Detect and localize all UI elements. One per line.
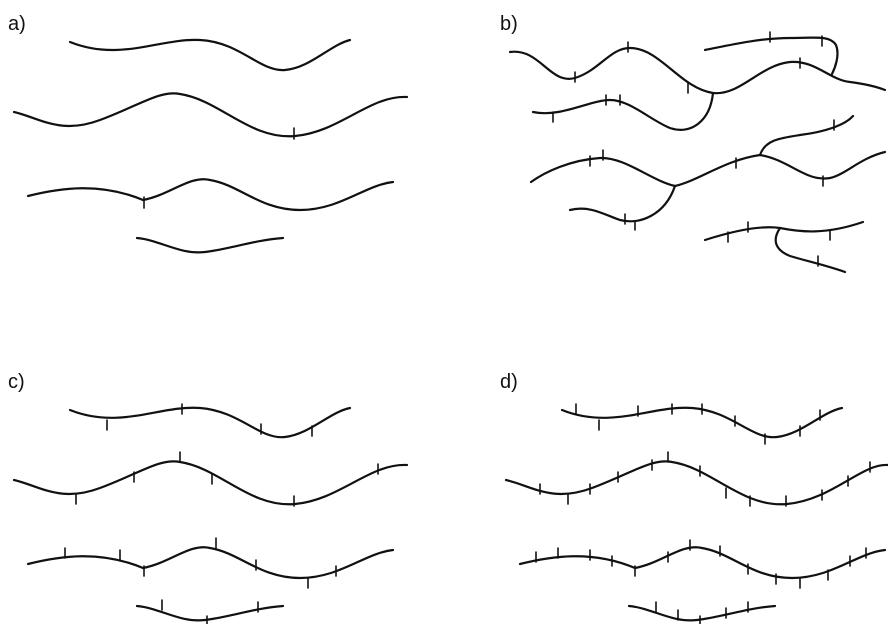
panel-c bbox=[12, 403, 409, 624]
chain bbox=[518, 546, 887, 580]
chain bbox=[68, 406, 352, 439]
chain bbox=[12, 460, 409, 506]
chain bbox=[504, 460, 888, 506]
chain bbox=[12, 92, 409, 138]
panel-a bbox=[12, 38, 409, 254]
chain bbox=[135, 604, 285, 622]
chain bbox=[758, 114, 855, 157]
chain bbox=[627, 604, 777, 622]
chain bbox=[560, 406, 844, 439]
chain bbox=[774, 226, 847, 274]
panel-a-label: a) bbox=[8, 13, 26, 35]
panel-d-label: d) bbox=[500, 371, 518, 393]
panel-c-label: c) bbox=[8, 371, 25, 393]
chain bbox=[529, 150, 887, 188]
chain bbox=[568, 184, 677, 223]
chain bbox=[26, 546, 395, 580]
chain bbox=[531, 91, 715, 131]
chain bbox=[135, 236, 285, 254]
panel-b bbox=[508, 31, 887, 274]
panel-b-label: b) bbox=[500, 13, 518, 35]
chain bbox=[703, 36, 839, 76]
chain bbox=[508, 46, 887, 95]
chain bbox=[26, 178, 395, 212]
panel-d bbox=[504, 403, 888, 624]
chain bbox=[68, 38, 352, 72]
